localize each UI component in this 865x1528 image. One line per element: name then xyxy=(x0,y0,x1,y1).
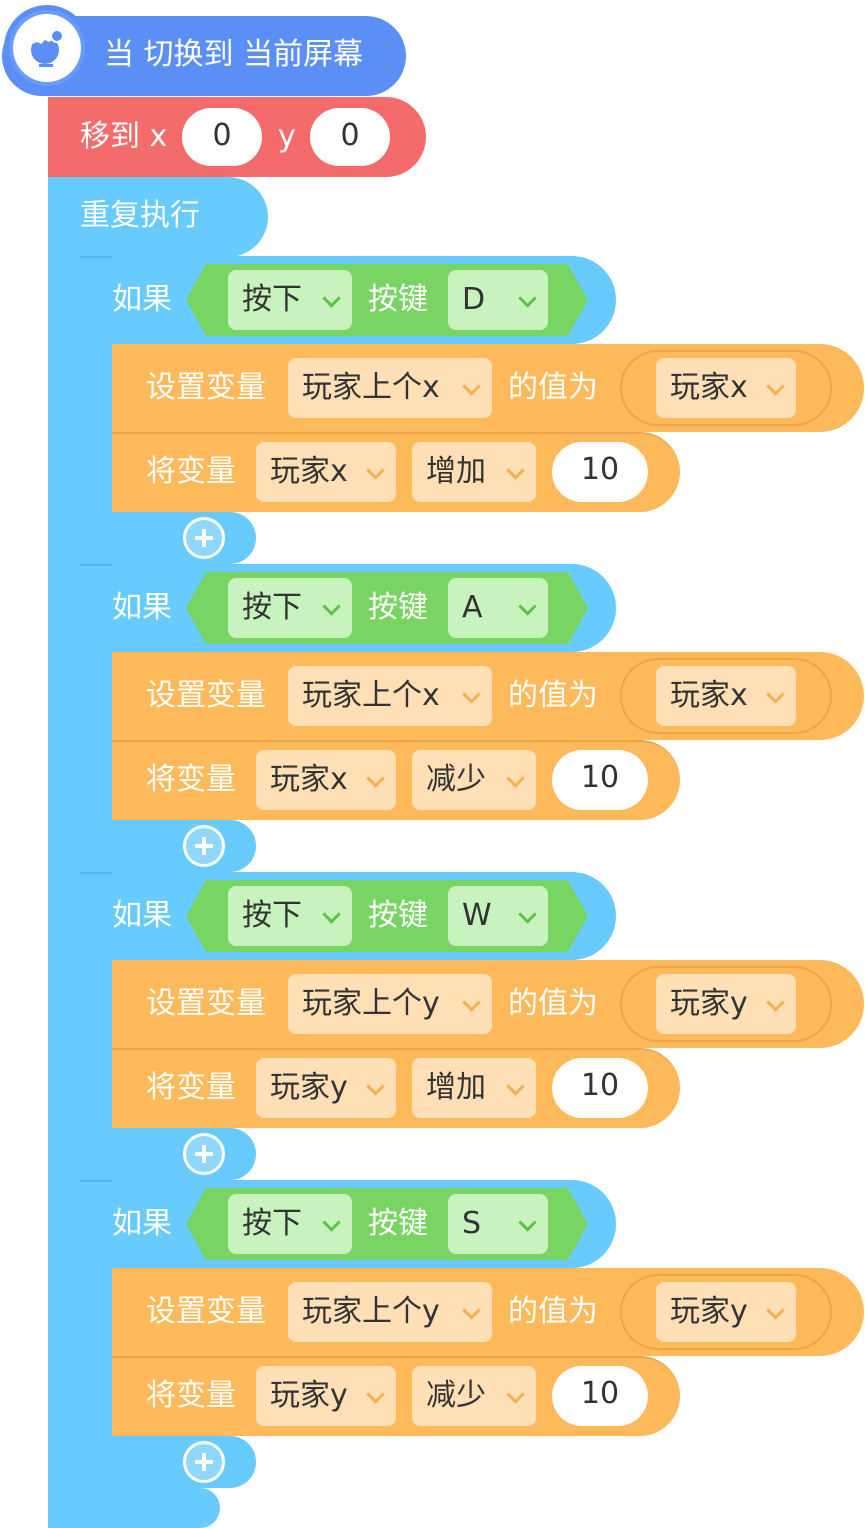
globe-screen-icon xyxy=(13,14,81,82)
set-variable-label: 设置变量 xyxy=(146,370,266,405)
key-dropdown[interactable]: A xyxy=(448,578,548,638)
change-variable-label: 将变量 xyxy=(146,1070,236,1105)
value-label: 的值为 xyxy=(508,678,598,713)
y-input[interactable]: 0 xyxy=(310,108,390,166)
if-label: 如果 xyxy=(112,282,172,317)
add-branch-plus-icon[interactable] xyxy=(183,1441,225,1483)
change-variable-dropdown[interactable]: 玩家y xyxy=(256,1058,396,1118)
key-dropdown[interactable]: W xyxy=(448,886,548,946)
set-variable-dropdown[interactable]: 玩家上个x xyxy=(288,666,492,726)
operation-dropdown[interactable]: 增加 xyxy=(412,442,536,502)
value-label: 的值为 xyxy=(508,370,598,405)
operation-dropdown[interactable]: 增加 xyxy=(412,1058,536,1118)
set-variable-label: 设置变量 xyxy=(146,986,266,1021)
value-label: 的值为 xyxy=(508,986,598,1021)
add-branch-plus-icon[interactable] xyxy=(183,1133,225,1175)
amount-input[interactable]: 10 xyxy=(552,1058,648,1118)
value-reporter-slot xyxy=(620,350,832,426)
if-label: 如果 xyxy=(112,1206,172,1241)
amount-input[interactable]: 10 xyxy=(552,442,648,502)
value-variable-dropdown[interactable]: 玩家y xyxy=(656,974,796,1034)
if-block-spine xyxy=(80,564,112,872)
value-variable-dropdown[interactable]: 玩家x xyxy=(656,358,796,418)
if-block-spine xyxy=(80,1180,112,1488)
if-label: 如果 xyxy=(112,898,172,933)
operation-dropdown[interactable]: 减少 xyxy=(412,750,536,810)
set-variable-label: 设置变量 xyxy=(146,1294,266,1329)
key-label: 按键 xyxy=(368,1206,428,1241)
add-branch-plus-icon[interactable] xyxy=(183,825,225,867)
if-label: 如果 xyxy=(112,590,172,625)
key-label: 按键 xyxy=(368,590,428,625)
value-variable-dropdown[interactable]: 玩家y xyxy=(656,1282,796,1342)
x-input[interactable]: 0 xyxy=(182,108,262,166)
change-variable-dropdown[interactable]: 玩家y xyxy=(256,1366,396,1426)
value-reporter-slot xyxy=(620,1274,832,1350)
set-variable-dropdown[interactable]: 玩家上个y xyxy=(288,974,492,1034)
move-label: 移到 x xyxy=(80,119,168,154)
key-label: 按键 xyxy=(368,282,428,317)
change-variable-label: 将变量 xyxy=(146,1378,236,1413)
change-variable-label: 将变量 xyxy=(146,454,236,489)
loop-block-foot xyxy=(48,1488,220,1528)
value-label: 的值为 xyxy=(508,1294,598,1329)
key-label: 按键 xyxy=(368,898,428,933)
amount-input[interactable]: 10 xyxy=(552,750,648,810)
press-dropdown[interactable]: 按下 xyxy=(228,1194,352,1254)
change-variable-dropdown[interactable]: 玩家x xyxy=(256,442,396,502)
amount-input[interactable]: 10 xyxy=(552,1366,648,1426)
set-variable-label: 设置变量 xyxy=(146,678,266,713)
move-y-label: y xyxy=(278,119,296,154)
value-variable-dropdown[interactable]: 玩家x xyxy=(656,666,796,726)
key-dropdown[interactable]: D xyxy=(448,270,548,330)
change-variable-dropdown[interactable]: 玩家x xyxy=(256,750,396,810)
press-dropdown[interactable]: 按下 xyxy=(228,270,352,330)
if-block-spine xyxy=(80,872,112,1180)
press-dropdown[interactable]: 按下 xyxy=(228,578,352,638)
if-block-spine xyxy=(80,256,112,564)
press-dropdown[interactable]: 按下 xyxy=(228,886,352,946)
value-reporter-slot xyxy=(620,658,832,734)
set-variable-dropdown[interactable]: 玩家上个y xyxy=(288,1282,492,1342)
operation-dropdown[interactable]: 减少 xyxy=(412,1366,536,1426)
loop-block-spine xyxy=(48,177,80,1527)
hat-label: 当 切换到 当前屏幕 xyxy=(104,37,364,72)
value-reporter-slot xyxy=(620,966,832,1042)
key-dropdown[interactable]: S xyxy=(448,1194,548,1254)
change-variable-label: 将变量 xyxy=(146,762,236,797)
add-branch-plus-icon[interactable] xyxy=(183,517,225,559)
forever-block[interactable] xyxy=(48,177,268,257)
set-variable-dropdown[interactable]: 玩家上个x xyxy=(288,358,492,418)
forever-label: 重复执行 xyxy=(80,198,200,233)
